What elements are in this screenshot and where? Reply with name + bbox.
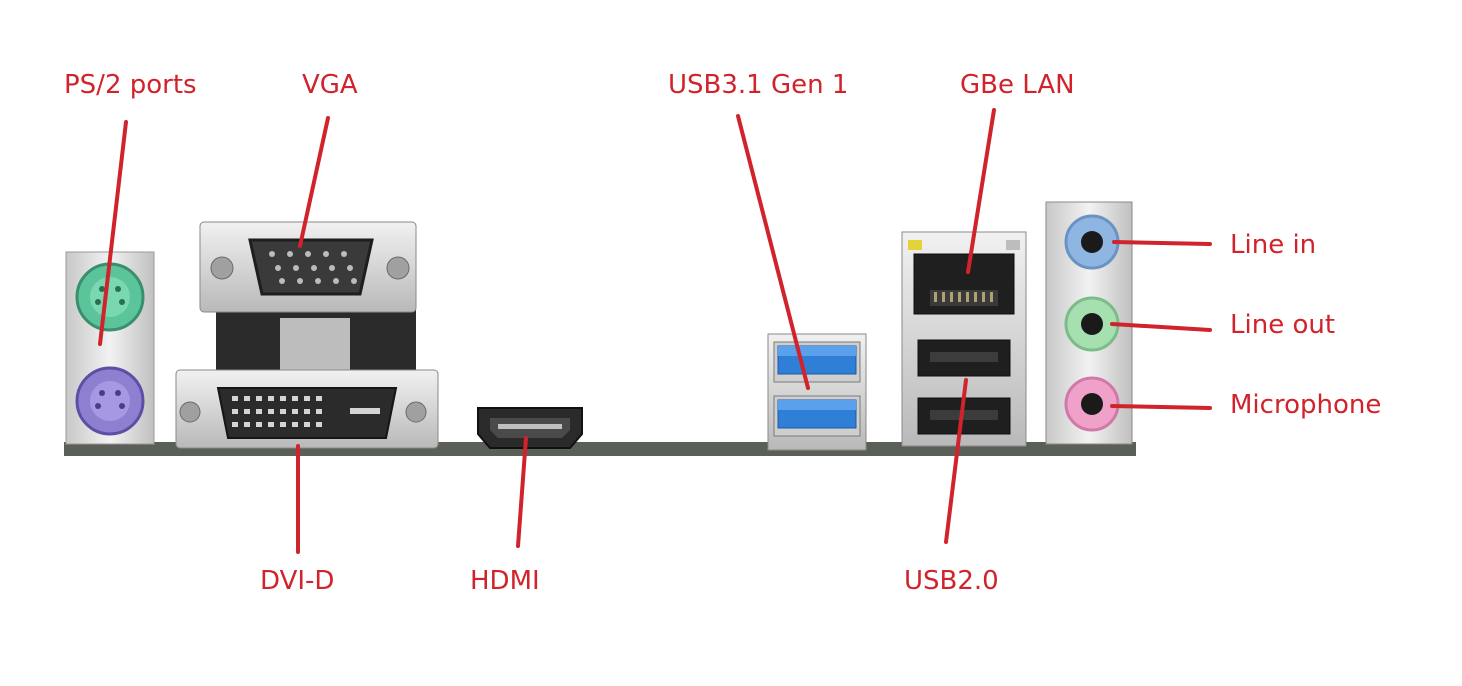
vga-connector	[199, 221, 417, 376]
hdmi-label: HDMI	[470, 566, 540, 596]
dvi-d-connector	[175, 369, 439, 449]
usb31-leader-line	[736, 114, 810, 390]
gbe-lan-label: GBe LAN	[960, 70, 1075, 100]
lan-usb20-stack	[901, 231, 1027, 447]
vga-leader-line	[298, 116, 330, 248]
line-in-label: Line in	[1230, 230, 1317, 260]
usb20-label: USB2.0	[904, 566, 999, 596]
lan-leader-line	[966, 108, 996, 274]
microphone-leader-line	[1110, 404, 1212, 410]
ps2-ports-connector	[65, 251, 155, 445]
ps2-leader-line	[98, 120, 128, 346]
dvi-d-label: DVI-D	[260, 566, 335, 596]
vga-label: VGA	[302, 70, 358, 100]
microphone-label: Microphone	[1230, 390, 1382, 420]
line-in-leader-line	[1112, 240, 1212, 246]
ps2-ports-label: PS/2 ports	[64, 70, 197, 100]
usb31-gen1-ports	[767, 333, 867, 451]
line-out-leader-line	[1110, 322, 1212, 332]
line-out-label: Line out	[1230, 310, 1336, 340]
usb20-leader-line	[944, 378, 968, 544]
hdmi-leader-line	[516, 436, 528, 548]
usb31-label: USB3.1 Gen 1	[668, 70, 849, 100]
hdmi-connector	[477, 407, 583, 449]
